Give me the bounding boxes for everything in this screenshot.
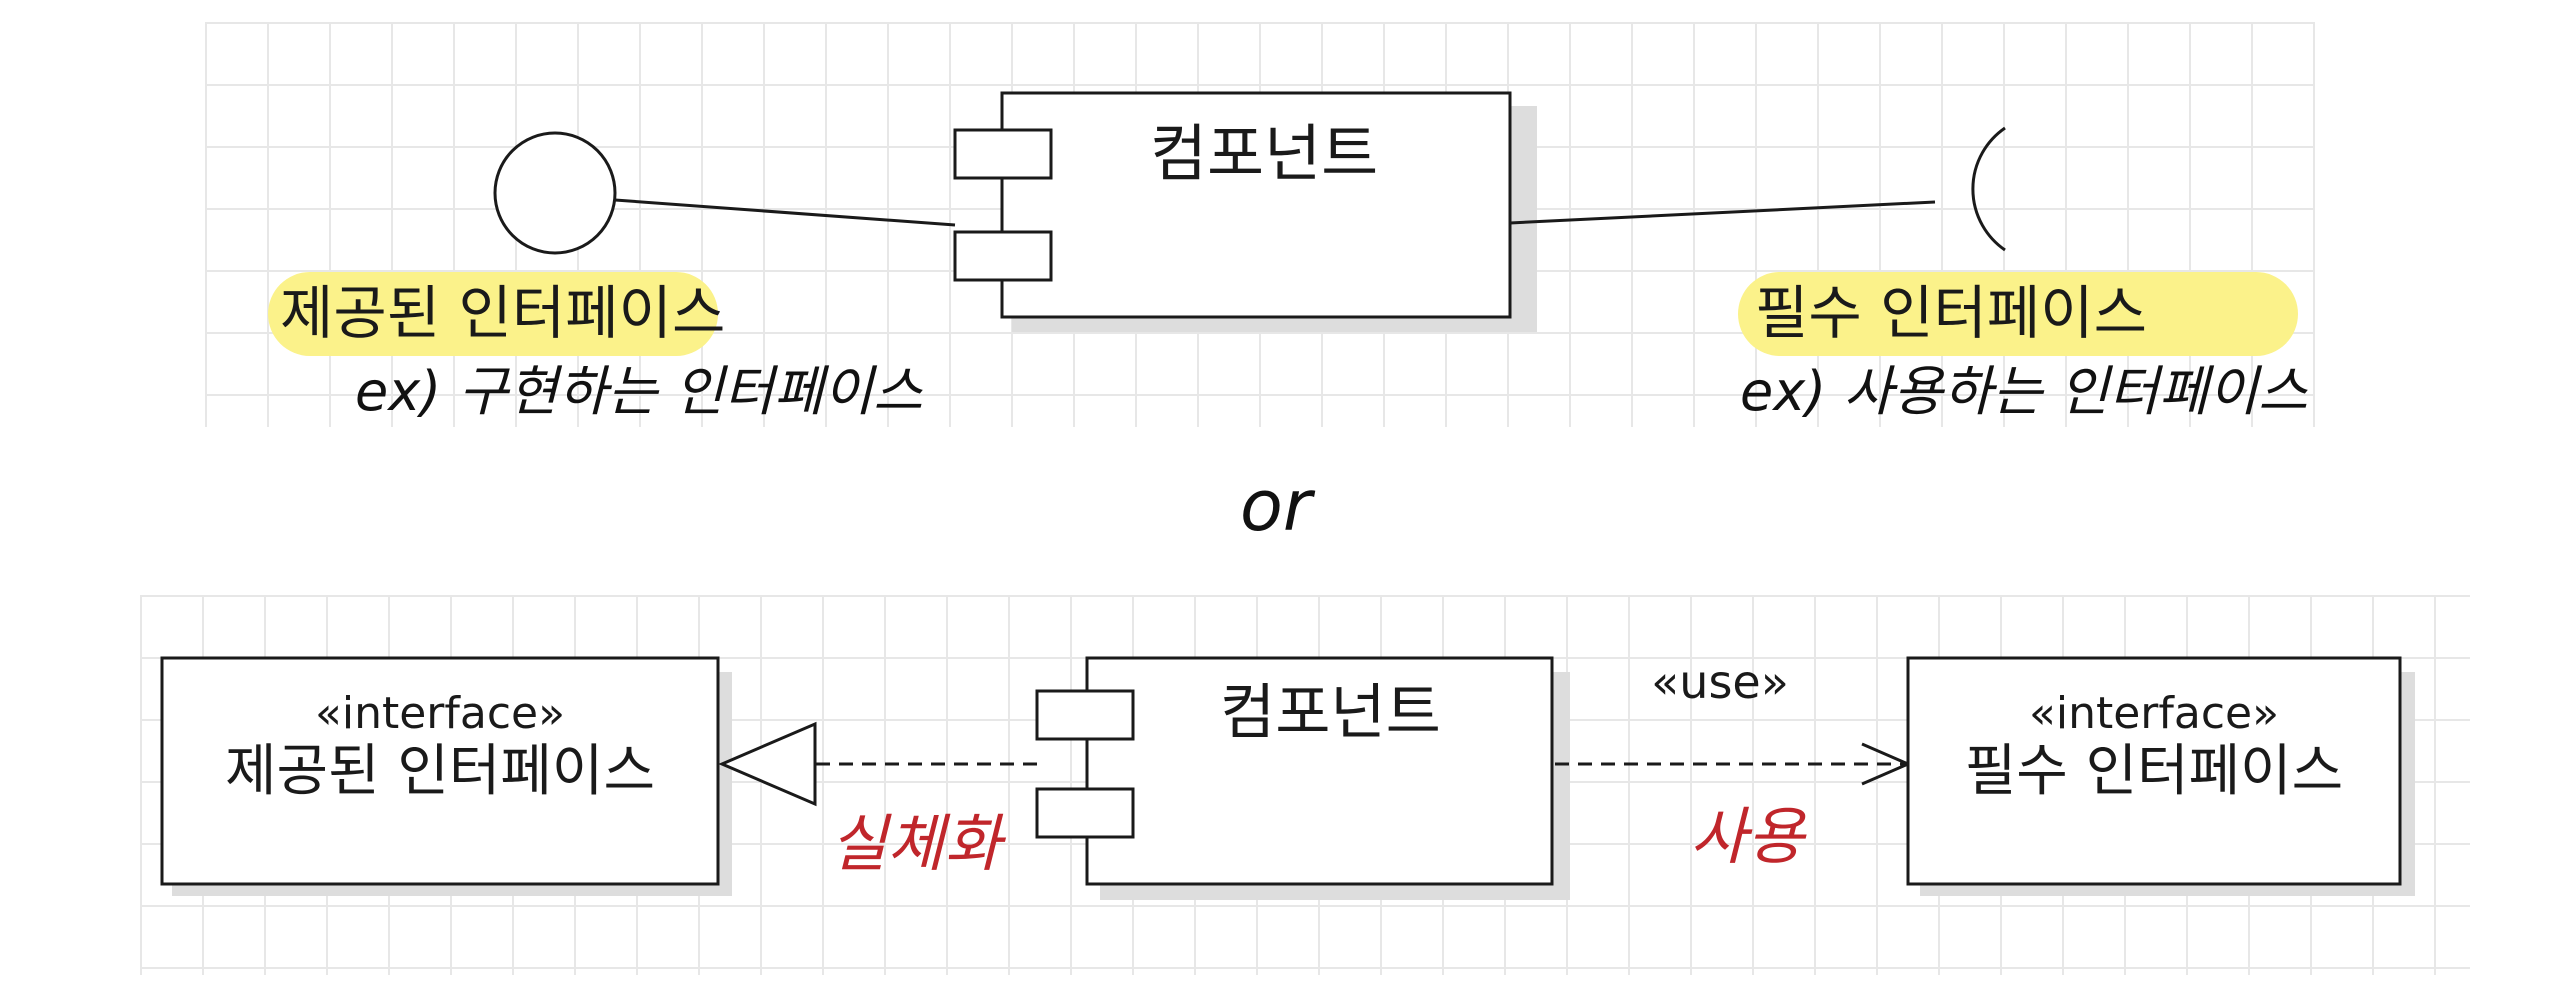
provided-lollipop-line [614,198,956,227]
required-interface-stereotype: «interface» [2029,688,2279,739]
required-interface-socket-icon [1971,126,2006,252]
bottom-component-label: 컴포넌트 [1220,678,1441,748]
use-handwritten-note: 사용 [1690,800,1807,873]
top-component-box [1000,91,1512,319]
or-separator: or [1240,465,1316,547]
provided-interface-label: 제공된 인터페이스 [280,279,725,347]
realization-handwritten-note: 실체화 [830,807,1006,880]
required-socket-line [1509,200,1936,225]
required-interface-box [1906,656,2402,886]
realization-arrowhead-icon [718,721,817,807]
bottom-component-port-upper-icon [1035,689,1135,741]
provided-interface-name: 제공된 인터페이스 [225,739,655,804]
top-component-label: 컴포넌트 [1150,117,1378,190]
bottom-component-port-lower-icon [1035,787,1135,839]
bottom-component-box [1085,656,1554,886]
provided-handwritten-note: ex) 구현하는 인터페이스 [355,360,923,423]
provided-label-highlight [268,272,718,356]
provided-interface-ball-icon [493,131,617,255]
provided-interface-box [160,656,720,886]
required-handwritten-note: ex) 사용하는 인터페이스 [1740,360,2308,423]
top-component-port-upper-icon [953,128,1053,180]
top-component-port-lower-icon [953,230,1053,282]
required-interface-name: 필수 인터페이스 [1965,739,2343,804]
provided-interface-stereotype: «interface» [315,688,565,739]
required-interface-label: 필수 인터페이스 [1755,279,2147,347]
use-stereotype: «use» [1651,655,1789,709]
required-label-highlight [1738,272,2298,356]
